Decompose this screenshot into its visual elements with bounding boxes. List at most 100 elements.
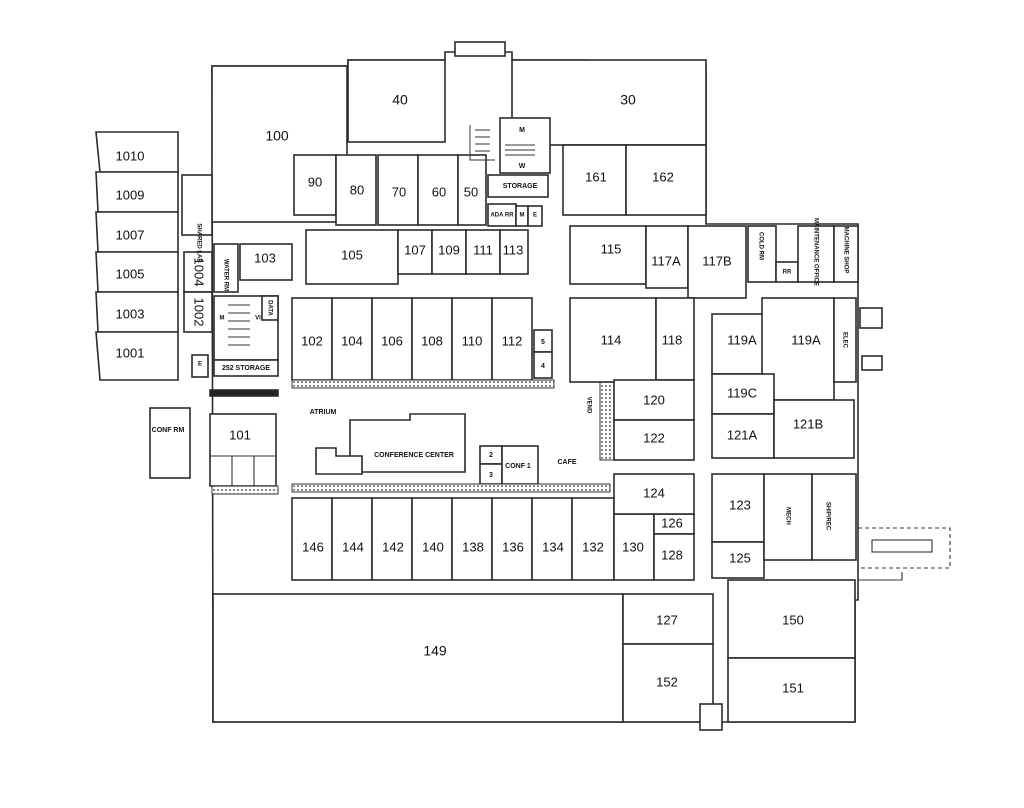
room-138	[451, 497, 493, 581]
ship-rec	[811, 473, 857, 561]
room-80	[335, 154, 377, 226]
label-m1: M	[519, 127, 525, 134]
machine-shop	[833, 225, 859, 283]
room-103	[239, 243, 293, 281]
data-room	[261, 295, 279, 321]
small-e	[527, 205, 543, 227]
label-107: 107	[404, 242, 426, 257]
ext-box-1	[859, 307, 883, 329]
room-124	[613, 473, 695, 515]
planter-south	[291, 483, 611, 493]
label-storage: STORAGE	[503, 183, 538, 190]
label-e1: E	[533, 213, 537, 219]
room-113	[499, 229, 529, 275]
label-maintenance-office: MAINTENANCE OFFICE	[812, 218, 818, 286]
ext-box-2	[861, 355, 883, 371]
room-115	[569, 225, 647, 285]
label-252-storage: 252 STORAGE	[222, 365, 270, 372]
label-138: 138	[462, 539, 484, 554]
label-5: 5	[541, 339, 545, 346]
label-130: 130	[622, 539, 644, 554]
label-119A-left: 119A	[727, 332, 757, 347]
label-105: 105	[341, 247, 363, 262]
room-146	[291, 497, 333, 581]
label-128: 128	[661, 547, 683, 562]
planter-west	[211, 485, 279, 495]
south-vestibule	[699, 703, 723, 731]
room-136	[491, 497, 533, 581]
label-144: 144	[342, 539, 364, 554]
label-water-rm: WATER RM	[222, 259, 228, 291]
label-119C: 119C	[727, 385, 757, 400]
label-100: 100	[265, 128, 289, 144]
label-80: 80	[350, 182, 364, 197]
label-134: 134	[542, 539, 564, 554]
label-data: DATA	[266, 300, 272, 316]
room-104	[331, 297, 373, 381]
label-1007: 1007	[116, 227, 145, 242]
label-1009: 1009	[116, 187, 145, 202]
label-ada-rr: ADA RR	[490, 213, 514, 219]
label-90: 90	[308, 174, 322, 189]
label-123: 123	[729, 497, 751, 512]
room-121A	[711, 413, 775, 459]
room-150	[727, 579, 856, 659]
label-2: 2	[489, 452, 493, 459]
room-60	[417, 154, 459, 226]
label-108: 108	[421, 333, 443, 348]
atrium-kiosk	[315, 447, 363, 475]
stair-west	[228, 304, 250, 346]
label-112: 112	[502, 333, 523, 348]
label-shared-lab: SHARED LAB	[195, 223, 201, 263]
label-conference-center: CONFERENCE CENTER	[374, 452, 454, 459]
label-machine-shop: MACHINE SHOP	[842, 227, 848, 274]
conf-rm	[149, 407, 191, 479]
room-4	[533, 351, 553, 379]
label-146: 146	[302, 539, 324, 554]
label-140: 140	[422, 539, 444, 554]
label-114: 114	[601, 332, 622, 347]
room-121B	[773, 399, 855, 459]
planter-north	[291, 379, 555, 389]
stair-north	[469, 125, 535, 161]
room-105	[305, 229, 399, 285]
room-144	[331, 497, 373, 581]
label-w1: W	[519, 163, 526, 170]
label-vi: VI	[255, 316, 261, 322]
label-40: 40	[392, 92, 408, 108]
room-102	[291, 297, 333, 381]
room-101	[209, 413, 277, 487]
room-125	[711, 541, 765, 579]
label-132: 132	[582, 539, 604, 554]
storage-room	[487, 174, 549, 198]
label-152: 152	[656, 674, 678, 689]
room-127	[622, 593, 714, 645]
label-elec: ELEC	[841, 332, 847, 349]
room-128	[653, 533, 695, 581]
label-118: 118	[662, 332, 683, 347]
room-70	[377, 154, 419, 226]
label-109: 109	[438, 242, 460, 257]
room-90	[293, 154, 337, 216]
label-149: 149	[423, 643, 447, 659]
planter-east	[599, 379, 615, 461]
label-125: 125	[729, 550, 751, 565]
label-1003: 1003	[116, 306, 145, 321]
label-122: 122	[643, 430, 665, 445]
label-atrium: ATRIUM	[310, 409, 337, 416]
label-115: 115	[601, 241, 622, 256]
room-151	[727, 657, 856, 723]
label-101: 101	[229, 427, 251, 442]
room-118	[655, 297, 695, 381]
room-117A	[645, 225, 689, 289]
label-1002: 1002	[192, 298, 207, 327]
label-110: 110	[462, 333, 483, 348]
west-wing	[95, 131, 213, 381]
label-113: 113	[503, 242, 524, 257]
label-cold-rm: COLD RM	[757, 232, 763, 260]
room-134	[531, 497, 573, 581]
label-119A-right: 119A	[791, 332, 821, 347]
label-1005: 1005	[116, 266, 145, 281]
label-150: 150	[782, 612, 804, 627]
label-142: 142	[382, 539, 404, 554]
